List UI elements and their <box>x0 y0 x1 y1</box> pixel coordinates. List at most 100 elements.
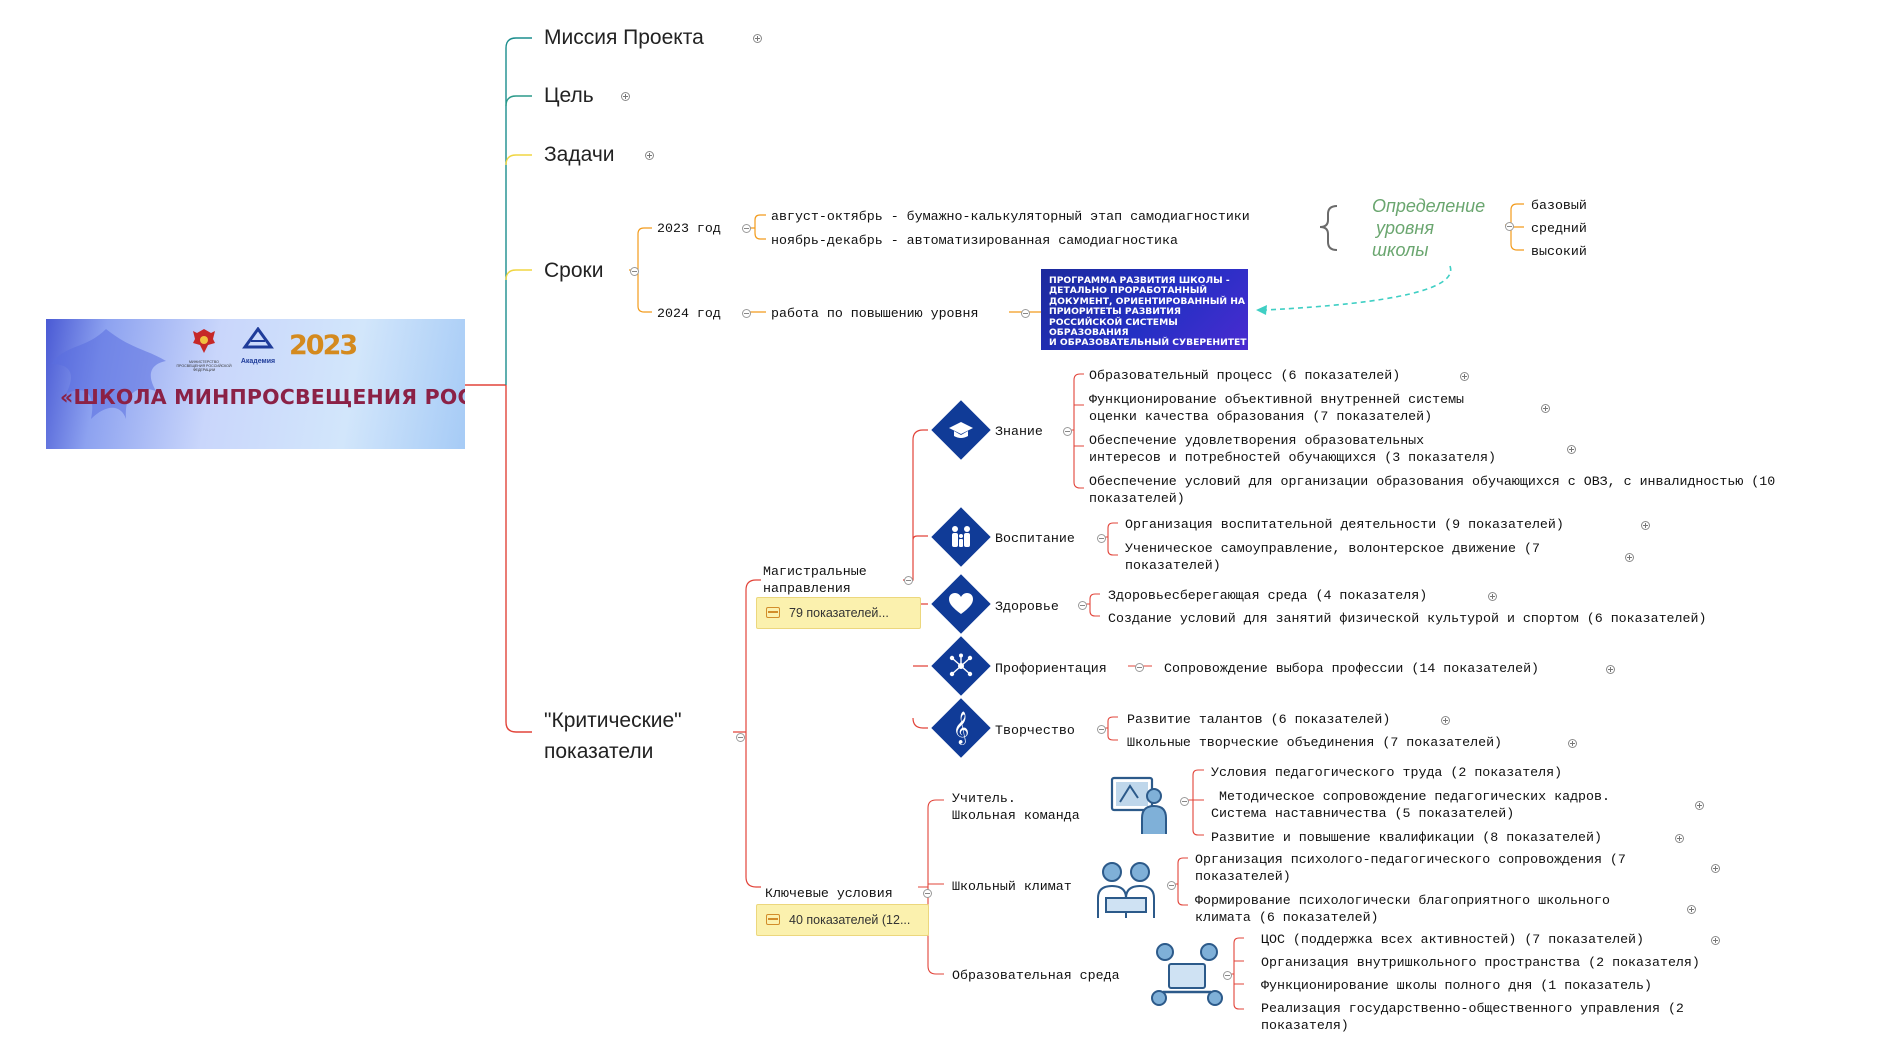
level-title[interactable]: Определение уровня школы <box>1372 195 1485 261</box>
teacher-item-1[interactable]: Условия педагогического труда (2 показат… <box>1211 765 1563 780</box>
expand-tasks-icon[interactable] <box>645 151 654 160</box>
knowledge-item-2-line2: оценки качества образования (7 показател… <box>1089 409 1433 424</box>
topic-tasks[interactable]: Задачи <box>544 143 615 166</box>
expand-teacher-3-icon[interactable] <box>1675 834 1684 843</box>
expand-goal-icon[interactable] <box>621 92 630 101</box>
term-2024-a[interactable]: работа по повышению уровня <box>771 306 979 321</box>
program-box[interactable]: ПРОГРАММА РАЗВИТИЯ ШКОЛЫ - ДЕТАЛЬНО ПРОР… <box>1041 269 1248 350</box>
upbringing-item-2[interactable]: Ученическое самоуправление, волонтерское… <box>1125 540 1540 574</box>
expand-knowledge-2-icon[interactable] <box>1541 404 1550 413</box>
collapse-2024-icon[interactable] <box>742 309 751 318</box>
term-2023-a[interactable]: август-октябрь - бумажно-калькуляторный … <box>771 209 1250 224</box>
program-line: И ОБРАЗОВАТЕЛЬНЫЙ СУВЕРЕНИТЕТ <box>1049 337 1247 349</box>
term-2024[interactable]: 2024 год <box>657 306 721 321</box>
expand-climate-2-icon[interactable] <box>1687 905 1696 914</box>
magistral-note[interactable]: 79 показателей... <box>756 597 921 629</box>
climate-item-2[interactable]: Формирование психологически благоприятно… <box>1195 892 1610 926</box>
topic-critical[interactable]: "Критические" показатели <box>544 708 682 765</box>
expand-teacher-2-icon[interactable] <box>1695 801 1704 810</box>
expand-environment-1-icon[interactable] <box>1711 936 1720 945</box>
graduation-cap-icon <box>931 400 991 460</box>
expand-career-1-icon[interactable] <box>1606 665 1615 674</box>
expand-upbringing-2-icon[interactable] <box>1625 553 1634 562</box>
knowledge-branch <box>1068 373 1084 489</box>
program-line: ДОКУМЕНТ, ОРИЕНТИРОВАННЫЙ НА <box>1049 295 1246 307</box>
condition-environment[interactable]: Образовательная среда <box>952 968 1120 983</box>
climate-item-2-line2: климата (6 показателей) <box>1195 910 1379 925</box>
expand-climate-1-icon[interactable] <box>1711 864 1720 873</box>
collapse-environment-icon[interactable] <box>1223 971 1232 980</box>
collapse-career-icon[interactable] <box>1135 663 1144 672</box>
collapse-teacher-icon[interactable] <box>1180 797 1189 806</box>
emblem-icon <box>193 329 215 353</box>
environment-item-4[interactable]: Реализация государственно-общественного … <box>1261 1000 1684 1034</box>
creativity-item-2[interactable]: Школьные творческие объединения (7 показ… <box>1127 735 1503 750</box>
direction-upbringing[interactable]: Воспитание <box>995 531 1075 546</box>
expand-upbringing-1-icon[interactable] <box>1641 521 1650 530</box>
magistral-note-text: 79 показателей... <box>789 606 889 620</box>
teacher-item-3[interactable]: Развитие и повышение квалификации (8 пок… <box>1211 830 1602 845</box>
collapse-climate-icon[interactable] <box>1167 881 1176 890</box>
knowledge-item-4[interactable]: Обеспечение условий для организации обра… <box>1089 473 1775 507</box>
program-line: ДЕТАЛЬНО ПРОРАБОТАННЫЙ <box>1049 285 1208 297</box>
knowledge-item-2[interactable]: Функционирование объективной внутренней … <box>1089 391 1464 425</box>
heart-icon <box>931 574 991 634</box>
direction-health[interactable]: Здоровье <box>995 599 1059 614</box>
level-medium[interactable]: средний <box>1531 221 1587 236</box>
expand-knowledge-3-icon[interactable] <box>1567 445 1576 454</box>
health-item-2[interactable]: Создание условий для занятий физической … <box>1108 611 1707 626</box>
key-branch <box>918 799 944 975</box>
topic-terms[interactable]: Сроки <box>544 259 604 282</box>
collapse-terms-icon[interactable] <box>630 267 639 276</box>
upbringing-item-2-line1: Ученическое самоуправление, волонтерское… <box>1125 541 1540 556</box>
collapse-2023-icon[interactable] <box>742 224 751 233</box>
expand-mission-icon[interactable] <box>753 34 762 43</box>
environment-item-3[interactable]: Функционирование школы полного дня (1 по… <box>1261 978 1652 993</box>
level-high[interactable]: высокий <box>1531 244 1587 259</box>
expand-creativity-1-icon[interactable] <box>1441 716 1450 725</box>
direction-career[interactable]: Профориентация <box>995 661 1107 676</box>
career-item-1[interactable]: Сопровождение выбора профессии (14 показ… <box>1164 661 1540 676</box>
key-title[interactable]: Ключевые условия <box>765 886 893 901</box>
collapse-levels-icon[interactable] <box>1505 222 1514 231</box>
upbringing-item-1[interactable]: Организация воспитательной деятельности … <box>1125 517 1564 532</box>
collapse-knowledge-icon[interactable] <box>1063 427 1072 436</box>
teacher-item-2[interactable]: Методическое сопровождение педагогически… <box>1211 788 1610 822</box>
direction-knowledge[interactable]: Знание <box>995 424 1043 439</box>
term-2023[interactable]: 2023 год <box>657 221 721 236</box>
collapse-critical-icon[interactable] <box>736 733 745 742</box>
note-icon <box>766 607 780 618</box>
level-basic[interactable]: базовый <box>1531 198 1587 213</box>
collapse-creativity-icon[interactable] <box>1097 725 1106 734</box>
climate-item-1[interactable]: Организация психолого-педагогического со… <box>1195 851 1626 885</box>
topic-goal[interactable]: Цель <box>544 84 594 107</box>
condition-climate[interactable]: Школьный климат <box>952 879 1072 894</box>
teacher-branch <box>1185 769 1204 836</box>
year-logo: 2023 <box>289 330 358 361</box>
key-note[interactable]: 40 показателей (12... <box>756 904 929 936</box>
collapse-upbringing-icon[interactable] <box>1097 534 1106 543</box>
climate-branch <box>1172 857 1188 906</box>
expand-creativity-2-icon[interactable] <box>1568 739 1577 748</box>
expand-knowledge-1-icon[interactable] <box>1460 372 1469 381</box>
collapse-magistral-icon[interactable] <box>904 576 913 585</box>
collapse-program-icon[interactable] <box>1021 309 1030 318</box>
ministry-caption: МИНИСТЕРСТВО ПРОСВЕЩЕНИЯ РОССИЙСКОЙ ФЕДЕ… <box>176 360 232 373</box>
direction-creativity[interactable]: Творчество <box>995 723 1075 738</box>
term-2023-b[interactable]: ноябрь-декабрь - автоматизированная само… <box>771 233 1178 248</box>
branch-tasks <box>505 154 532 166</box>
expand-health-1-icon[interactable] <box>1488 592 1497 601</box>
creativity-item-1[interactable]: Развитие талантов (6 показателей) <box>1127 712 1391 727</box>
knowledge-item-1[interactable]: Образовательный процесс (6 показателей) <box>1089 368 1401 383</box>
collapse-key-icon[interactable] <box>923 889 932 898</box>
program-line: РОССИЙСКОЙ СИСТЕМЫ <box>1049 316 1178 328</box>
knowledge-item-3-line1: Обеспечение удовлетворения образовательн… <box>1089 433 1425 448</box>
condition-teacher[interactable]: Учитель. Школьная команда <box>952 790 1080 824</box>
collapse-health-icon[interactable] <box>1078 601 1087 610</box>
magistral-title[interactable]: Магистральные направления <box>763 563 867 597</box>
environment-item-2[interactable]: Организация внутришкольного пространства… <box>1261 955 1700 970</box>
health-item-1[interactable]: Здоровьесберегающая среда (4 показателя) <box>1108 588 1428 603</box>
knowledge-item-3[interactable]: Обеспечение удовлетворения образовательн… <box>1089 432 1496 466</box>
environment-item-1[interactable]: ЦОС (поддержка всех активностей) (7 пока… <box>1261 932 1645 947</box>
topic-mission[interactable]: Миссия Проекта <box>544 26 704 49</box>
